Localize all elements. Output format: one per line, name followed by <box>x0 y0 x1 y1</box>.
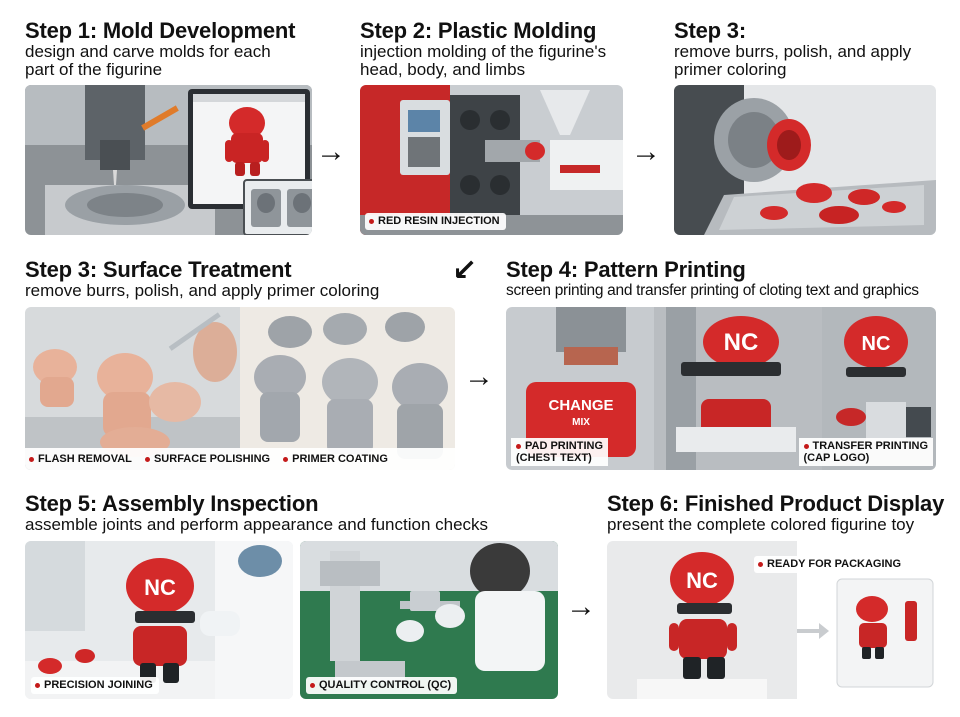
pad-printing-badge: PAD PRINTING (CHEST TEXT) <box>511 438 609 466</box>
step3b-header: Step 3: Surface Treatment remove burrs, … <box>25 258 379 300</box>
bullet-dot-icon <box>758 561 763 567</box>
flash-removal-tag: FLASH REMOVAL <box>29 453 132 465</box>
step3b-desc: remove burrs, polish, and apply primer c… <box>25 281 380 300</box>
step2-title: Step 2: Plastic Molding <box>360 18 597 43</box>
pad-printing-sublabel: (CHEST TEXT) <box>516 452 592 464</box>
quality-control-badge: QUALITY CONTROL (QC) <box>306 677 458 694</box>
bullet-dot-icon <box>516 443 521 449</box>
quality-control-label: QUALITY CONTROL (QC) <box>319 679 452 691</box>
flash-removal-label: FLASH REMOVAL <box>38 453 132 465</box>
arrow-step2-to-step3: → <box>631 135 661 168</box>
step3-top-header: Step 3: remove burrs, polish, and apply … <box>674 19 911 79</box>
step5-title: Step 5: Assembly Inspection <box>25 491 319 516</box>
step4-header: Step 4: Pattern Printing screen printing… <box>506 258 919 300</box>
transfer-printing-sublabel: (CAP LOGO) <box>803 452 870 464</box>
step6-header: Step 6: Finished Product Display present… <box>607 492 944 534</box>
step1-mold-photo <box>25 85 312 235</box>
step4-title: Step 4: Pattern Printing <box>506 257 746 282</box>
step4-printing-photo: CHANGE MIX NC NC PAD PRINTING (CHEST TEX… <box>506 307 936 470</box>
transfer-printing-badge: TRANSFER PRINTING (CAP LOGO) <box>798 438 933 466</box>
step5-header: Step 5: Assembly Inspection assemble joi… <box>25 492 488 534</box>
cap-logo-text: NC <box>724 329 759 356</box>
step3-deburr-photo <box>674 85 936 235</box>
assembly-cap-logo: NC <box>144 575 176 600</box>
pad-printing-label: PAD PRINTING <box>525 440 604 452</box>
primer-coating-label: PRIMER COATING <box>292 453 388 465</box>
surface-polishing-tag: SURFACE POLISHING <box>144 453 271 465</box>
arrow-step3-to-step3b: ↙ <box>452 254 478 287</box>
step3b-title: Step 3: Surface Treatment <box>25 257 292 282</box>
ready-for-packaging-label: READY FOR PACKAGING <box>767 558 902 570</box>
step2-injection-photo: RED RESIN INJECTION <box>360 85 623 235</box>
bullet-dot-icon <box>29 456 34 462</box>
precision-joining-label: PRECISION JOINING <box>44 679 153 691</box>
step3-top-title: Step 3: <box>674 18 746 43</box>
surface-polishing-label: SURFACE POLISHING <box>153 453 271 465</box>
shirt-text-change: CHANGE <box>548 397 613 414</box>
bullet-dot-icon <box>35 682 40 688</box>
step5-assembly-photo: NC PRECISION JOINING <box>25 541 293 699</box>
step6-desc: present the complete colored figurine to… <box>607 515 915 534</box>
red-resin-injection-label: RED RESIN INJECTION <box>378 215 500 227</box>
step5-desc: assemble joints and perform appearance a… <box>25 515 489 534</box>
arrow-step5-to-step6: → <box>566 590 596 623</box>
step1-title: Step 1: Mold Development <box>25 18 296 43</box>
shirt-text-mix: MIX <box>572 417 590 428</box>
step3b-surface-photo: FLASH REMOVAL SURFACE POLISHING PRIMER C… <box>25 307 455 470</box>
step3-top-desc-line2: primer coloring <box>674 60 787 79</box>
step6-title: Step 6: Finished Product Display <box>607 491 945 516</box>
arrow-step3b-to-step4: → <box>464 360 494 393</box>
arrow-step1-to-step2: → <box>316 135 346 168</box>
step3b-label-strip: FLASH REMOVAL SURFACE POLISHING PRIMER C… <box>25 448 455 470</box>
step5-qc-photo: QUALITY CONTROL (QC) <box>300 541 558 699</box>
step6-finished-photo: NC READY FOR PACKAGING <box>607 541 936 699</box>
cap-logo-text-2: NC <box>862 333 891 355</box>
step2-desc-line2: head, body, and limbs <box>360 60 526 79</box>
step1-desc-line1: design and carve molds for each <box>25 42 271 61</box>
finished-cap-logo: NC <box>686 568 718 593</box>
bullet-dot-icon <box>310 682 315 688</box>
step2-desc-line1: injection molding of the figurine's <box>360 42 607 61</box>
step1-desc-line2: part of the figurine <box>25 60 163 79</box>
primer-coating-tag: PRIMER COATING <box>283 453 388 465</box>
ready-for-packaging-badge: READY FOR PACKAGING <box>754 556 908 573</box>
red-resin-injection-badge: RED RESIN INJECTION <box>365 213 506 230</box>
precision-joining-badge: PRECISION JOINING <box>31 677 159 694</box>
bullet-dot-icon <box>283 456 289 462</box>
step2-header: Step 2: Plastic Molding injection moldin… <box>360 19 606 79</box>
bullet-dot-icon <box>369 218 374 224</box>
step1-header: Step 1: Mold Development design and carv… <box>25 19 295 79</box>
bullet-dot-icon <box>144 456 150 462</box>
transfer-printing-label: TRANSFER PRINTING <box>812 440 929 452</box>
step4-desc: screen printing and transfer printing of… <box>506 282 919 299</box>
step3-top-desc-line1: remove burrs, polish, and apply <box>674 42 912 61</box>
bullet-dot-icon <box>803 443 809 449</box>
